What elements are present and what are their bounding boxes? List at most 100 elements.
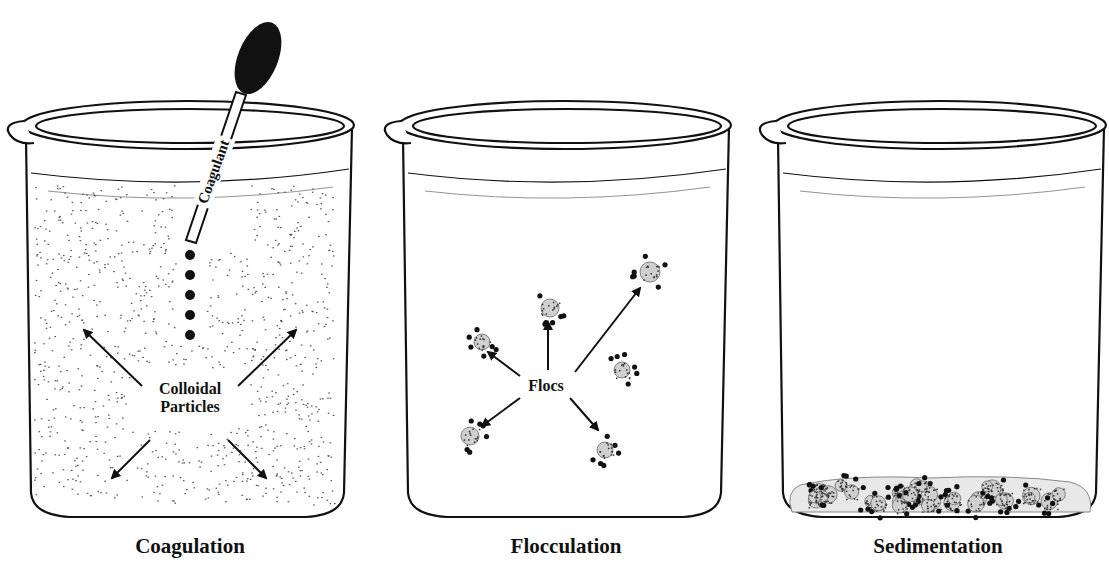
speckle bbox=[303, 488, 305, 489]
speckle bbox=[60, 283, 62, 284]
speckle bbox=[225, 501, 227, 502]
speckle bbox=[265, 365, 267, 366]
speckle bbox=[121, 260, 123, 261]
speckle bbox=[316, 463, 318, 464]
floc-grain bbox=[881, 506, 883, 508]
speckle bbox=[284, 251, 286, 252]
coagulant-dot bbox=[634, 371, 639, 376]
floc-grain bbox=[911, 493, 913, 495]
speckle bbox=[60, 371, 62, 372]
speckle bbox=[113, 371, 115, 372]
speckle bbox=[305, 426, 307, 427]
speckle bbox=[121, 394, 123, 395]
speckle bbox=[285, 350, 287, 351]
speckle bbox=[77, 316, 79, 317]
speckle bbox=[132, 432, 134, 433]
speckle bbox=[164, 346, 166, 347]
speckle bbox=[215, 267, 217, 268]
speckle bbox=[251, 472, 253, 473]
floc-grain bbox=[1030, 504, 1032, 506]
speckle bbox=[238, 461, 240, 462]
coagulant-dot bbox=[605, 434, 610, 439]
coagulant-dot bbox=[819, 485, 824, 490]
speckle bbox=[273, 189, 275, 190]
speckle bbox=[144, 348, 146, 349]
speckle bbox=[180, 477, 182, 478]
floc-grain bbox=[1050, 507, 1052, 509]
speckle bbox=[326, 287, 328, 288]
speckle bbox=[275, 337, 277, 338]
speckle bbox=[198, 460, 200, 461]
floc-grain bbox=[1029, 498, 1031, 500]
speckle bbox=[107, 427, 109, 428]
speckle bbox=[275, 344, 277, 345]
speckle bbox=[275, 240, 277, 241]
speckle bbox=[273, 488, 275, 489]
floc-grain bbox=[475, 340, 477, 342]
speckle bbox=[40, 290, 42, 291]
floc-core bbox=[640, 262, 660, 282]
floc-grain bbox=[952, 498, 954, 500]
floc-grain bbox=[479, 348, 481, 350]
speckle bbox=[301, 470, 303, 471]
speckle bbox=[333, 358, 335, 359]
speckle bbox=[310, 345, 312, 346]
floc-grain bbox=[822, 495, 824, 497]
speckle bbox=[100, 492, 102, 493]
speckle bbox=[165, 459, 167, 460]
speckle bbox=[255, 457, 257, 458]
speckle bbox=[313, 504, 315, 505]
speckle bbox=[92, 228, 94, 229]
speckle bbox=[324, 326, 326, 327]
floc-grain bbox=[604, 457, 606, 459]
speckle bbox=[280, 492, 282, 493]
speckle bbox=[259, 213, 261, 214]
coagulant-dot bbox=[615, 354, 620, 359]
speckle bbox=[94, 285, 96, 286]
speckle bbox=[301, 345, 303, 346]
speckle bbox=[107, 264, 109, 265]
speckle bbox=[311, 443, 313, 444]
speckle bbox=[285, 293, 287, 294]
speckle bbox=[309, 441, 311, 442]
speckle bbox=[247, 430, 249, 431]
speckle bbox=[300, 447, 302, 448]
speckle bbox=[276, 497, 278, 498]
speckle bbox=[292, 294, 294, 295]
floc-grain bbox=[627, 373, 629, 375]
floc-grain bbox=[841, 488, 843, 490]
floc-grain bbox=[816, 500, 818, 502]
speckle bbox=[321, 263, 323, 264]
speckle bbox=[105, 442, 107, 443]
speckle bbox=[244, 309, 246, 310]
speckle bbox=[51, 199, 53, 200]
floc-grain bbox=[1059, 498, 1061, 500]
speckle bbox=[304, 446, 306, 447]
speckle bbox=[122, 279, 124, 280]
speckle bbox=[309, 419, 311, 420]
floc-grain bbox=[840, 483, 842, 485]
floc-grain bbox=[1023, 503, 1025, 505]
speckle bbox=[254, 239, 256, 240]
speckle bbox=[279, 349, 281, 350]
floc-grain bbox=[846, 487, 848, 489]
floc-core bbox=[614, 362, 630, 378]
speckle bbox=[146, 195, 148, 196]
speckle bbox=[255, 292, 257, 293]
speckle bbox=[295, 410, 297, 411]
coagulant-dot bbox=[622, 352, 627, 357]
speckle bbox=[262, 273, 264, 274]
speckle bbox=[121, 377, 123, 378]
speckle bbox=[247, 265, 249, 266]
speckle bbox=[88, 255, 90, 256]
floc-grain bbox=[883, 509, 885, 511]
speckle bbox=[108, 395, 110, 396]
speckle bbox=[143, 321, 145, 322]
floc-grain bbox=[897, 513, 899, 515]
speckle bbox=[325, 234, 327, 235]
speckle bbox=[299, 313, 301, 314]
speckle bbox=[211, 456, 213, 457]
speckle bbox=[256, 235, 258, 236]
speckle bbox=[242, 472, 244, 473]
speckle bbox=[57, 432, 59, 433]
